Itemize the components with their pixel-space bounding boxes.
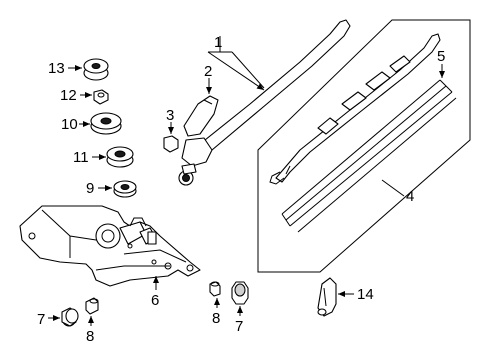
nut-12: [93, 89, 109, 105]
callout-5: 5: [437, 48, 445, 65]
callout-2: 2: [204, 63, 212, 80]
bushing-7-mid: [231, 281, 249, 305]
callout-7-mid: 7: [235, 318, 243, 335]
callout-7-left: 7: [37, 311, 45, 328]
leader-1b: [231, 51, 265, 89]
callout-14: 14: [357, 286, 374, 303]
arm-cap: [183, 95, 219, 137]
wiper-arm: [178, 19, 351, 186]
wiper-motor: [19, 205, 201, 287]
callout-6: 6: [151, 292, 159, 309]
callout-1: 1: [214, 34, 222, 51]
spacer-8-mid: [209, 281, 221, 297]
grommet-13: [83, 58, 109, 81]
bushing-7-left: [61, 307, 79, 327]
callout-8-mid: 8: [212, 310, 220, 327]
callout-13: 13: [48, 60, 65, 77]
washer-10: [90, 112, 122, 135]
callout-4: 4: [406, 188, 414, 205]
blade-refill: [281, 79, 457, 233]
blade-box: [257, 19, 471, 273]
callout-12: 12: [60, 87, 77, 104]
callout-8-left: 8: [86, 328, 94, 345]
leader-4: [381, 179, 405, 197]
nut-3: [163, 135, 179, 153]
callout-11: 11: [73, 149, 89, 166]
callout-9: 9: [86, 180, 94, 197]
spacer-8-left: [85, 297, 99, 315]
wiper-blade: [269, 33, 441, 185]
callout-3: 3: [166, 107, 174, 124]
bushing-11: [106, 146, 134, 168]
callout-10: 10: [61, 116, 78, 133]
cap-14: [317, 277, 337, 317]
leader-1: [207, 36, 264, 90]
washer-9: [113, 180, 137, 198]
